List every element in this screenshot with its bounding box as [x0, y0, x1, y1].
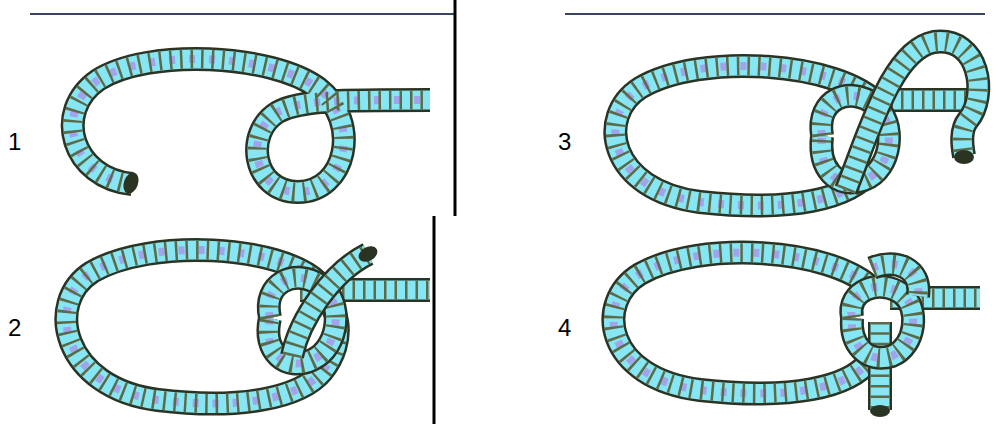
rope-step-4 — [613, 253, 980, 417]
rope-step-2 — [66, 243, 430, 404]
panel-divider — [433, 216, 436, 424]
step-number: 1 — [8, 130, 21, 154]
panel-rule — [30, 13, 455, 15]
panel-divider — [454, 0, 457, 216]
step-number: 2 — [8, 316, 21, 340]
panel-rule — [565, 13, 985, 15]
step-number: 4 — [558, 316, 571, 340]
rope-step-3 — [615, 42, 978, 206]
rope-step-1 — [73, 59, 430, 196]
step-number: 3 — [558, 130, 571, 154]
